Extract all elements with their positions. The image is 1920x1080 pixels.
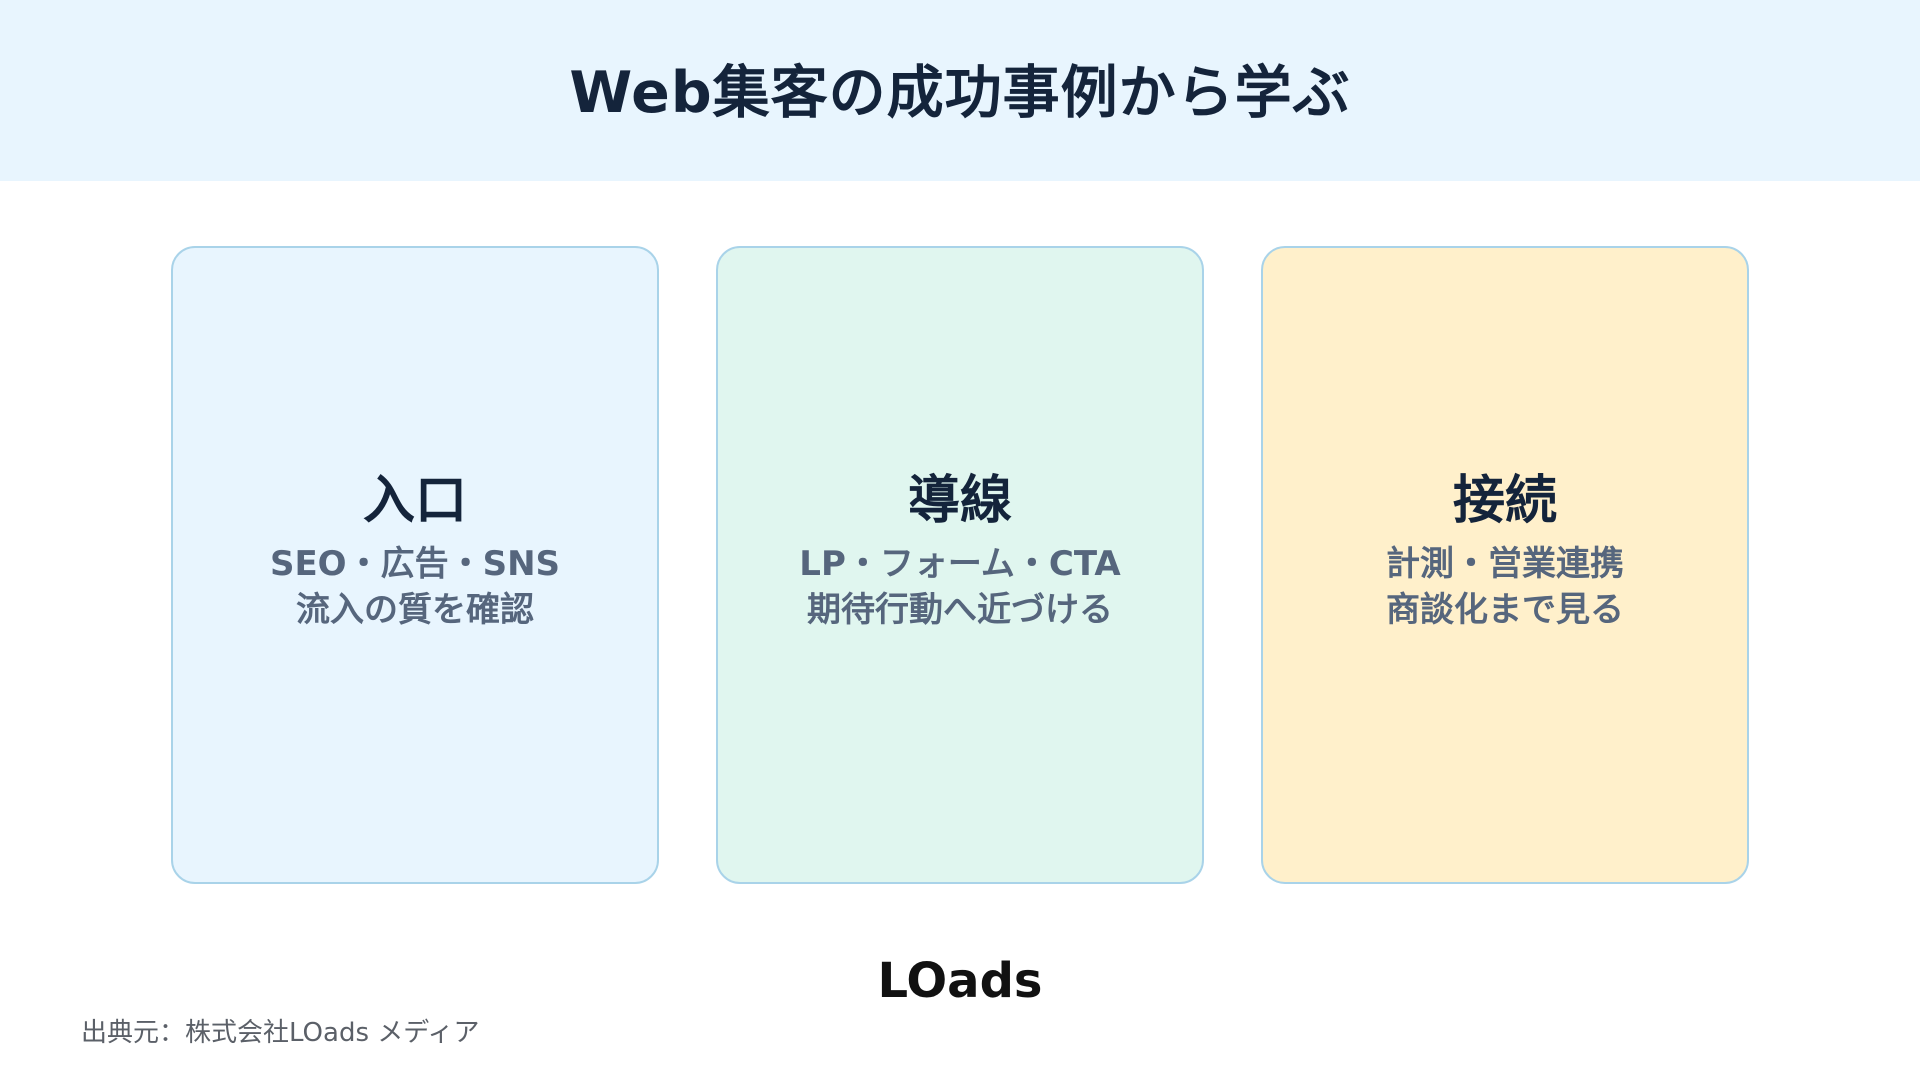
card-description-line: 商談化まで見る [1386, 590, 1624, 630]
page-title: Web集客の成功事例から学ぶ [569, 60, 1351, 126]
card-description-line: 流入の質を確認 [296, 590, 534, 630]
source-footnote: 出典元：株式会社LOads メディア [81, 1018, 480, 1048]
card-description-line: 計測・営業連携 [1386, 544, 1624, 584]
card-title: 接続 [1452, 471, 1557, 531]
card-description-line: SEO・広告・SNS [269, 544, 561, 584]
card-title: 入口 [362, 471, 467, 531]
card-description-line: 期待行動へ近づける [807, 590, 1113, 630]
card-description-line: LP・フォーム・CTA [799, 544, 1121, 584]
card-connection: 接続 計測・営業連携 商談化まで見る [1261, 246, 1749, 884]
card-flow: 導線 LP・フォーム・CTA 期待行動へ近づける [716, 246, 1204, 884]
loads-logo: LOads [877, 953, 1043, 1009]
card-title: 導線 [907, 471, 1012, 531]
card-entry: 入口 SEO・広告・SNS 流入の質を確認 [171, 246, 659, 884]
header-banner: Web集客の成功事例から学ぶ [0, 0, 1920, 181]
